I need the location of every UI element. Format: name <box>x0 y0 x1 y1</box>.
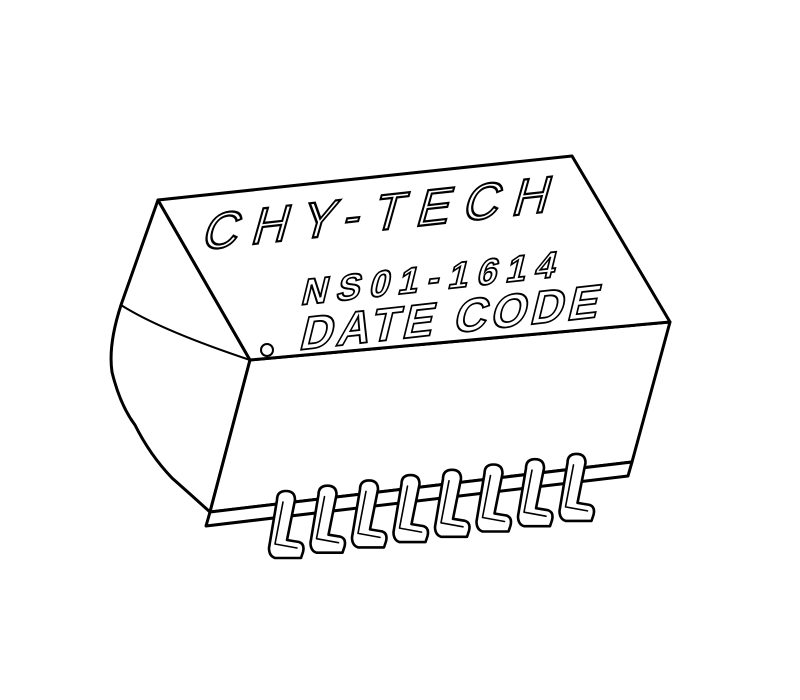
pin-lead-bend <box>440 480 464 528</box>
pin-lead-bend <box>481 474 506 523</box>
pin-lead <box>475 463 513 533</box>
pin-lead-outline <box>516 457 554 528</box>
pin-lead <box>516 457 554 528</box>
pin-lead-outline <box>558 452 596 523</box>
pin-lead <box>267 489 305 560</box>
pin-lead-bend <box>398 485 423 533</box>
pin-lead-outline <box>433 468 471 539</box>
pin-lead <box>392 473 430 544</box>
pin-lead-outline <box>475 463 513 533</box>
body-top-face <box>156 154 672 362</box>
pin-lead-bend <box>357 490 381 539</box>
pin-lead-bend <box>523 469 547 517</box>
pin-lead <box>309 484 347 554</box>
pin-lead <box>558 452 596 523</box>
pin-lead-outline <box>392 473 430 544</box>
pin-lead-outline <box>350 479 388 549</box>
pin-row <box>267 452 596 560</box>
pin-lead-bend <box>274 501 298 549</box>
pin-lead-bend <box>315 495 340 544</box>
body-left-face-step <box>120 304 251 361</box>
pin1-marker-dot <box>260 343 274 357</box>
base-plate-edge <box>189 493 211 513</box>
pin-lead-outline <box>267 489 305 560</box>
pin-lead-bend <box>564 464 589 512</box>
body-left-face <box>109 198 252 514</box>
pin-lead-outline <box>309 484 347 554</box>
pin-lead <box>350 479 388 549</box>
pin-lead <box>433 468 471 539</box>
